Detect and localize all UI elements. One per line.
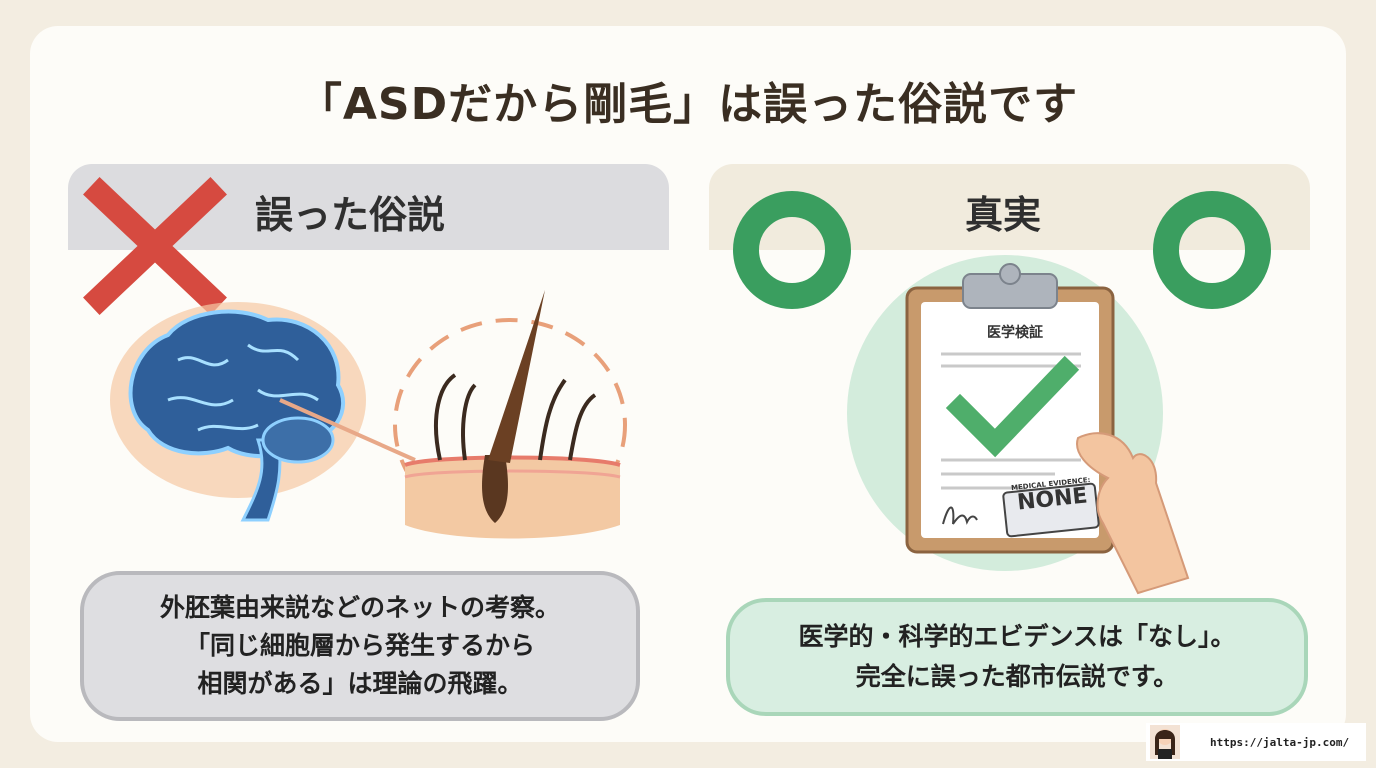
myth-heading: 誤った俗説 <box>255 193 446 237</box>
green-circle-icon-left <box>733 191 851 309</box>
connection-line <box>279 398 416 462</box>
red-cross-icon <box>83 177 227 315</box>
myth-line-2: 「同じ細胞層から発生するから <box>184 631 535 660</box>
truth-line-2: 完全に誤った都市伝説です。 <box>855 662 1179 691</box>
green-circle-icon-right <box>1153 191 1271 309</box>
truth-line-1: 医学的・科学的エビデンスは「なし」。 <box>798 622 1236 651</box>
hand-illustration <box>1076 432 1190 595</box>
avatar <box>1150 725 1180 759</box>
truth-speech-bubble: 医学的・科学的エビデンスは「なし」。 完全に誤った都市伝説です。 <box>726 598 1308 716</box>
truth-heading: 真実 <box>965 193 1042 237</box>
page-title: 「ASDだから剛毛」は誤った俗説です <box>297 79 1079 130</box>
myth-line-3: 相関がある」は理論の飛躍。 <box>197 669 523 698</box>
myth-line-1: 外胚葉由来説などのネットの考察。 <box>159 593 560 622</box>
brain-illustration <box>110 302 366 522</box>
clipboard-illustration <box>905 263 1115 554</box>
clipboard-title: 医学検証 <box>987 325 1043 341</box>
footer-url-link[interactable]: https://jalta-jp.com/ <box>1210 735 1350 749</box>
myth-speech-bubble: 外胚葉由来説などのネットの考察。 「同じ細胞層から発生するから 相関がある」は理… <box>80 571 640 721</box>
footer-badge: https://jalta-jp.com/ <box>1146 723 1366 761</box>
hair-follicle-illustration <box>393 290 627 539</box>
